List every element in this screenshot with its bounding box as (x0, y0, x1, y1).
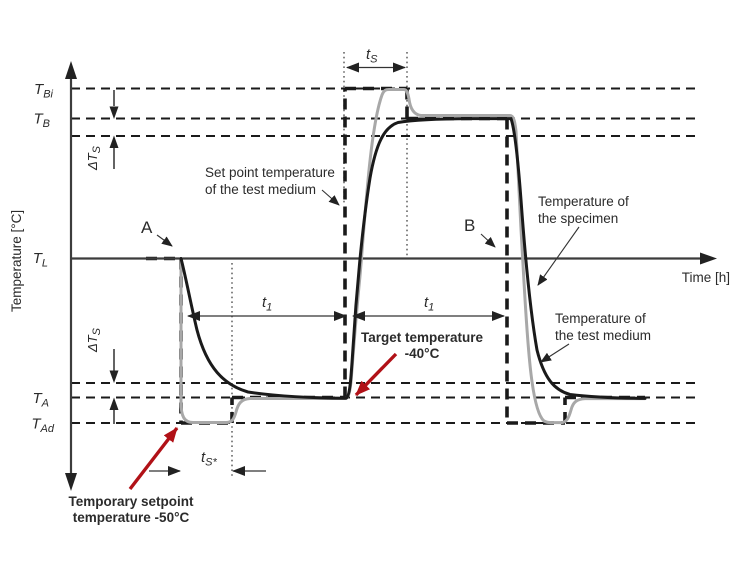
y-axis-up-arrow-icon (65, 61, 77, 79)
temperature-level-labels: TBi TB TL TA TAd (31, 81, 55, 435)
y-axis-down-arrow-icon (65, 473, 77, 491)
temporary-setpoint-label-line2: temperature -50°C (73, 510, 190, 525)
delta-ts-upper-down-arrow-icon (109, 106, 119, 119)
x-axis-right-arrow-icon (700, 252, 717, 265)
temperature-level-dashed-lines (71, 87, 695, 424)
ts-label: tS (366, 46, 378, 66)
medium-leader-arrow (540, 343, 570, 363)
delta-ts-upper-up-arrow-icon (109, 135, 119, 148)
x-axis-title: Time [h] (682, 270, 730, 285)
point-b-label: B (464, 216, 475, 235)
specimen-leader-arrow (537, 226, 580, 286)
medium-annotation-line1: Temperature of (555, 311, 646, 326)
point-b-leader-arrow (480, 233, 496, 248)
delta-ts-upper-label: ΔTS (85, 145, 103, 171)
target-temperature-arrow (354, 352, 398, 397)
black-annotations: Set point temperature of the test medium… (205, 165, 651, 343)
tl-label: TL (33, 250, 48, 270)
red-annotation-arrows (128, 352, 398, 491)
axes (65, 61, 717, 491)
target-temperature-label-line1: Target temperature (361, 330, 484, 345)
dotted-guide-lines (231, 52, 408, 478)
delta-ts-lower-label: ΔTS (85, 327, 103, 353)
setpoint-leader-arrow (321, 189, 340, 206)
leader-arrows (156, 189, 580, 363)
setpoint-dashed-line (146, 86, 645, 425)
red-annotations: Target temperature -40°C Temporary setpo… (68, 330, 483, 525)
t1-second-label: t1 (424, 294, 434, 314)
t1-first-label: t1 (262, 294, 272, 314)
target-temperature-label-line2: -40°C (405, 346, 440, 361)
delta-ts-lower-down-arrow-icon (109, 370, 119, 383)
setpoint-annotation-line1: Set point temperature (205, 165, 335, 180)
dimension-arrows (149, 62, 505, 476)
test-medium-curve (179, 88, 647, 425)
point-a-leader-arrow (156, 234, 173, 247)
delta-ts-lower-marker (109, 349, 119, 424)
interval-labels: tS t1 t1 tS* (201, 46, 434, 469)
point-a-label: A (141, 218, 153, 237)
delta-ts-upper-marker (109, 90, 119, 169)
tbi-label: TBi (34, 81, 54, 101)
y-axis-title: Temperature [°C] (9, 210, 24, 312)
specimen-curve (179, 117, 647, 400)
tb-label: TB (33, 111, 50, 131)
delta-ts-lower-up-arrow-icon (109, 397, 119, 410)
specimen-annotation-line2: the specimen (538, 211, 618, 226)
ts-star-label: tS* (201, 449, 218, 469)
specimen-annotation-line1: Temperature of (538, 194, 629, 209)
setpoint-annotation-line2: of the test medium (205, 182, 316, 197)
temporary-setpoint-arrow (128, 426, 179, 491)
ta-label: TA (32, 390, 49, 410)
medium-annotation-line2: the test medium (555, 328, 651, 343)
temporary-setpoint-label-line1: Temporary setpoint (68, 494, 194, 509)
tad-label: TAd (31, 416, 55, 436)
